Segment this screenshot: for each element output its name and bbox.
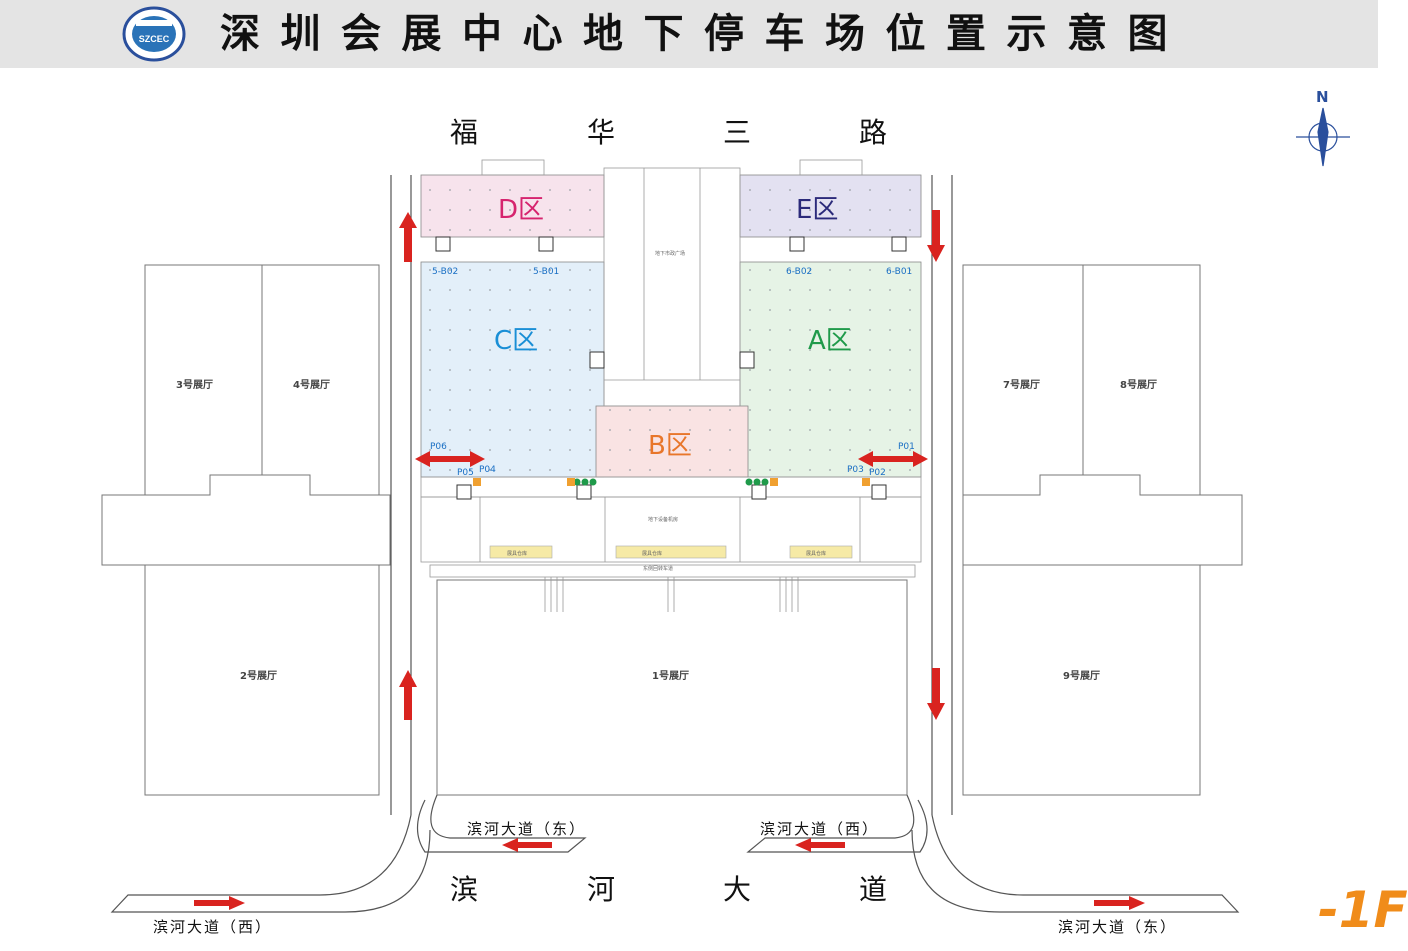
hall-8-block [1082, 264, 1201, 496]
hall-9-block [962, 564, 1201, 796]
hall-4-block [261, 264, 380, 496]
exit-p01: P01 [898, 442, 915, 452]
hall-7-block [962, 264, 1084, 496]
store-mid-note: 展具仓库 [642, 551, 663, 557]
service-strip [420, 476, 922, 578]
page-title: 深圳会展中心地下停车场位置示意图 [220, 11, 1188, 57]
stair-icon [751, 484, 767, 500]
arrow-left-icon [502, 838, 552, 852]
road-south-char-2: 河 [587, 873, 616, 906]
hall-3-label: 3号展厅 [176, 380, 213, 391]
hall-outlines [101, 264, 1243, 796]
zone-a-label: A区 [808, 326, 852, 356]
road-north-char-1: 福 [450, 116, 479, 149]
arrow-up-icon [399, 212, 417, 262]
hall-9-label: 9号展厅 [1063, 671, 1100, 682]
road-north-char-4: 路 [859, 116, 888, 149]
zone-c-label: C区 [494, 326, 539, 356]
service-road-note: 东侧回转车道 [643, 566, 674, 572]
exit-p06: P06 [430, 442, 447, 452]
exit-p03: P03 [847, 465, 864, 475]
arrow-leftright-icon [858, 451, 928, 467]
stair-icon [456, 484, 472, 500]
floor-label: -1F [1318, 881, 1408, 939]
arrow-up-icon [399, 670, 417, 720]
ramps [544, 577, 799, 612]
arrow-right-icon [1094, 896, 1145, 910]
zone-d-label: D区 [498, 195, 545, 225]
road-inner-west-label: 滨河大道（东） [467, 820, 587, 838]
exit-p04: P04 [479, 465, 496, 475]
storage-blocks [489, 545, 853, 559]
road-inner-east-label: 滨河大道（西） [760, 820, 880, 838]
hall-7-label: 7号展厅 [1003, 380, 1040, 391]
hall-3-block [144, 264, 263, 496]
zone-e-label: E区 [796, 195, 839, 225]
stair-icon [576, 484, 592, 500]
plaza-note: 地下市政广场 [655, 251, 686, 257]
zone-fills [420, 174, 922, 478]
exit-5-b02: 5-B02 [432, 267, 459, 277]
exit-6-b02: 6-B02 [786, 267, 813, 277]
hall-4-label: 4号展厅 [293, 380, 330, 391]
stair-icon [871, 484, 887, 500]
stair-icon [435, 236, 451, 252]
stair-icon [739, 351, 755, 369]
exit-5-b01: 5-B01 [533, 267, 560, 277]
compass-icon [1296, 107, 1350, 167]
store-right-note: 展具仓库 [806, 551, 827, 557]
arrow-down-icon [927, 668, 945, 720]
arrow-right-icon [194, 896, 245, 910]
logo-text: SZCEC [139, 34, 170, 44]
hall-1-label: 1号展厅 [652, 671, 689, 682]
road-outer-east-label: 滨河大道（东） [1058, 918, 1178, 936]
hall-2-label: 2号展厅 [240, 671, 277, 682]
equipment-note: 地下设备机房 [648, 517, 679, 523]
title-bar: SZCEC 深圳会展中心地下停车场位置示意图 [0, 0, 1378, 68]
stair-icon [589, 351, 605, 369]
szcec-logo-icon: SZCEC [122, 6, 186, 62]
road-north-char-2: 华 [587, 116, 616, 149]
hall-2-block [144, 564, 380, 796]
store-left-note: 展具仓库 [507, 551, 528, 557]
arrow-down-icon [927, 210, 945, 262]
road-south-char-3: 大 [723, 873, 752, 906]
road-outer-west-label: 滨河大道（西） [153, 918, 273, 936]
stair-icon [891, 236, 907, 252]
exit-6-b01: 6-B01 [886, 267, 913, 277]
arrow-left-icon [795, 838, 845, 852]
stair-icons [435, 236, 907, 500]
stair-icon [789, 236, 805, 252]
compass-north-label: N [1316, 88, 1329, 106]
road-south-char-4: 道 [859, 873, 888, 906]
stair-icon [538, 236, 554, 252]
arrow-leftright-icon [415, 451, 485, 467]
zone-b-label: B区 [648, 431, 692, 461]
road-north-char-3: 三 [723, 116, 752, 149]
green-markers [573, 478, 769, 486]
site-map [101, 107, 1350, 913]
road-south-char-1: 滨 [450, 873, 479, 906]
hall-1-block [436, 579, 908, 796]
exit-p05: P05 [457, 468, 474, 478]
exit-p02: P02 [869, 468, 886, 478]
direction-arrows [194, 210, 1145, 910]
central-plaza [481, 159, 863, 407]
orange-markers [473, 478, 870, 486]
hall-8-label: 8号展厅 [1120, 380, 1157, 391]
